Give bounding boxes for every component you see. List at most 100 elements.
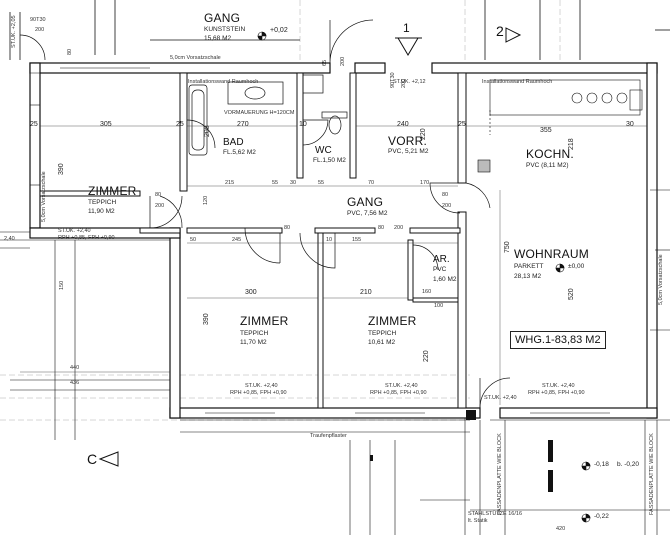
level-wohn: ±0,00	[568, 263, 585, 270]
sill-z-right-1: ST.UK. +2,40	[385, 383, 418, 389]
dim-25-a: 25	[30, 121, 38, 128]
section-marker-1	[395, 37, 422, 56]
dim-25-b: 25	[176, 121, 184, 128]
room-name-zimmer-left: ZIMMER	[88, 184, 137, 198]
dim-210: 210	[360, 289, 372, 296]
dim-245: 245	[232, 237, 242, 243]
dim-80-d: 80	[378, 225, 385, 231]
room-material-ar: PVC	[433, 266, 447, 273]
dim-100: 100	[434, 303, 444, 309]
dim-220-b: 220	[423, 350, 430, 362]
dim-520: 520	[568, 288, 575, 300]
dim-30-b: 30	[290, 180, 297, 186]
room-material-zimmer-mid: TEPPICH	[240, 330, 269, 337]
level-markers	[257, 31, 591, 523]
dim-355: 355	[540, 127, 552, 134]
dim-150-left: 150	[59, 280, 65, 290]
dim-80-c: 80	[284, 225, 291, 231]
room-name-bad: BAD	[223, 137, 244, 148]
note-install-right: Installationswand Raumhoch	[482, 79, 553, 85]
room-name-gang-mid: GANG	[347, 195, 384, 209]
top-boundary	[9, 0, 670, 60]
dim-55-b: 55	[318, 180, 325, 186]
dim-215: 215	[225, 180, 235, 186]
note-vorsatzschale-left: 5,0cm Vorsatzschale	[41, 171, 47, 222]
room-area-gang-top: 15,68 M2	[204, 35, 232, 42]
dim-436: 436	[70, 380, 80, 386]
sill-top-left: ST.UK. +2,05	[11, 15, 17, 48]
sill-z-right-2: RPH +0,85, FPH +0,90	[370, 390, 427, 396]
marker-2-label: 2	[496, 23, 504, 39]
sill-wohn-2: RPH +0,85, FPH +0,90	[528, 390, 585, 396]
dim-25-c: 25	[458, 121, 466, 128]
room-area-koch: PVC (8,11 M2)	[526, 162, 569, 169]
kitchen-fixtures	[477, 79, 643, 173]
dim-440: 440	[70, 365, 80, 371]
note-fassade-2: FASSADENPLATTE WIE BLOCK	[649, 433, 655, 515]
room-area-bad: FL.5,62 M2	[223, 149, 256, 156]
section-marker-c	[98, 451, 119, 467]
dim-10-a: 10	[299, 121, 307, 128]
room-area-vorr: PVC, 5,21 M2	[388, 148, 429, 155]
dim-30: 30	[626, 121, 634, 128]
room-name-gang-top: GANG	[204, 11, 241, 25]
sill-z-left-2: RPH +0,85, FPH +0,90	[58, 235, 115, 241]
dim-90t30: 90T30	[30, 17, 46, 23]
room-name-zimmer-mid: ZIMMER	[240, 314, 289, 328]
dim-270: 270	[237, 121, 249, 128]
note-traufenpflaster: Traufenpflaster	[310, 433, 347, 439]
sill-z-mid-2: RPH +0,85, FPH +0,90	[230, 390, 287, 396]
dim-2-40-left: 2,40	[4, 236, 15, 242]
dim-120: 120	[203, 195, 209, 205]
dim-390-a: 390	[58, 163, 65, 175]
dim-200-c: 200	[394, 225, 404, 231]
sill-wohn-door: ST.UK. +2,40	[484, 395, 517, 401]
room-name-wc: WC	[315, 145, 332, 156]
note-install-left: Installationswand Raumhoch	[188, 79, 259, 85]
dim-50: 50	[190, 237, 197, 243]
room-area-zimmer-right: 10,61 M2	[368, 339, 396, 346]
marker-1-label: 1	[403, 21, 410, 35]
dim-55-a: 55	[272, 180, 279, 186]
level-right-2: -0,22	[594, 513, 609, 520]
dim-80-top: 80	[67, 48, 73, 55]
sill-z-left-1: ST.UK. +2,40	[58, 228, 91, 234]
note-vorsatzschale-top: 5,0cm Vorsatzschale	[170, 55, 221, 61]
dim-10-b: 10	[326, 237, 333, 243]
sill-vorr: ST.UK. +2,12	[393, 79, 426, 85]
dim-390-b: 390	[203, 313, 210, 325]
outer-walls	[29, 62, 658, 419]
downspouts	[370, 440, 553, 492]
unit-area-label: WHG.1-83,83 M2	[510, 331, 606, 349]
note-vorsatzschale-right: 5,0cm Vorsatzschale	[658, 254, 664, 305]
room-material-zimmer-right: TEPPICH	[368, 330, 397, 337]
dim-420: 420	[556, 526, 566, 532]
steel-column	[466, 410, 476, 420]
section-marker-2	[505, 27, 522, 43]
room-material-wohnraum: PARKETT	[514, 263, 544, 270]
windows	[30, 62, 610, 414]
dim-208: 208	[204, 125, 211, 137]
room-material-zimmer-left: TEPPICH	[88, 199, 117, 206]
room-area-zimmer-mid: 11,70 M2	[240, 339, 267, 346]
bathroom-fixtures	[188, 74, 348, 156]
interior-walls	[39, 72, 467, 409]
dim-80-b: 80	[442, 192, 449, 198]
level-right-1b: b. -0,20	[617, 461, 640, 468]
note-vormauerung: VORMAUERUNG H=120CM	[224, 110, 295, 116]
sill-z-mid-1: ST.UK. +2,40	[245, 383, 278, 389]
level-right-1: -0,18	[594, 461, 609, 468]
note-stahlstuetze: STAHLSTÜTZE 16/16	[468, 511, 522, 517]
exterior-lines	[0, 189, 670, 535]
dim-750: 750	[504, 241, 511, 253]
room-area-wc: FL.1,50 M2	[313, 157, 346, 164]
room-area-gang-mid: PVC, 7,56 M2	[347, 210, 388, 217]
dim-70: 70	[368, 180, 375, 186]
level-top: +0,02	[270, 27, 288, 34]
dim-300: 300	[245, 289, 257, 296]
dim-170: 170	[420, 180, 430, 186]
dim-200-top: 200	[35, 27, 45, 33]
dim-80-a: 80	[155, 192, 162, 198]
room-name-zimmer-right: ZIMMER	[368, 314, 417, 328]
dim-155: 155	[352, 237, 362, 243]
